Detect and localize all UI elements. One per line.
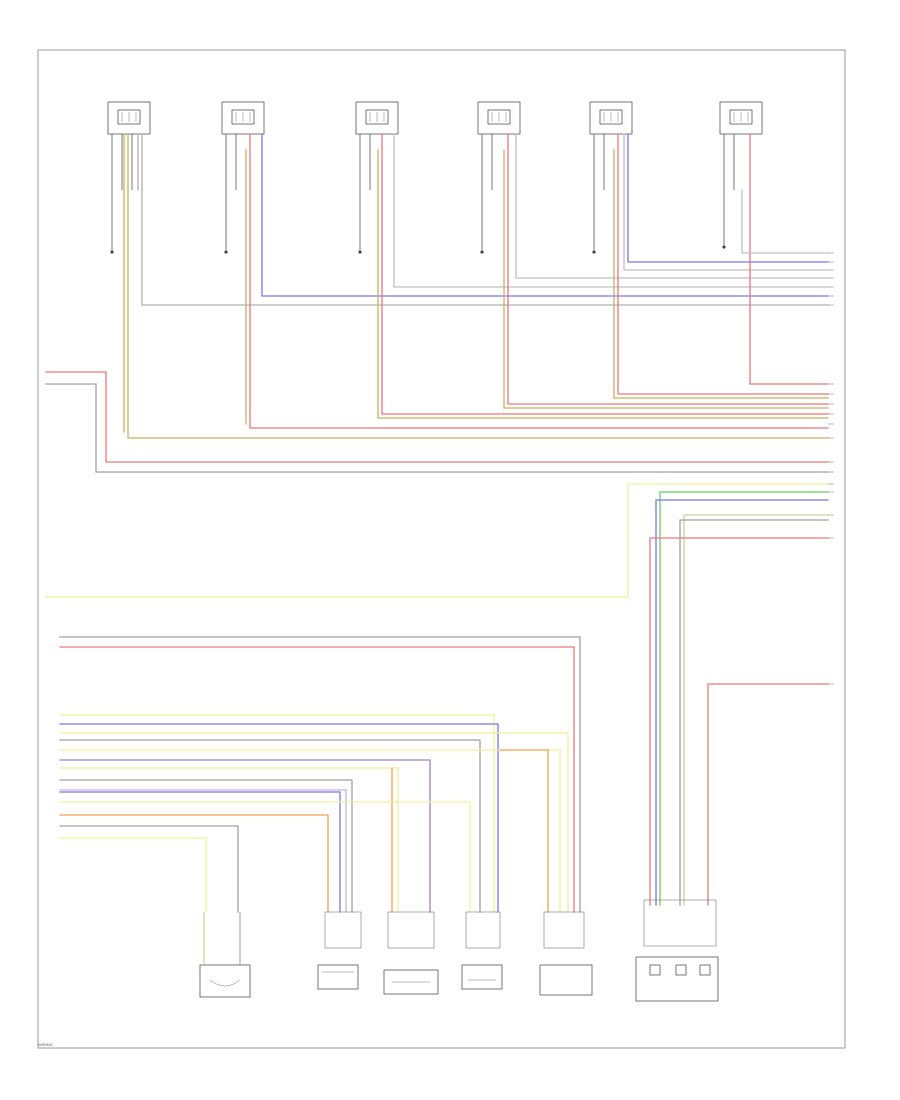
module-6 (719, 101, 763, 135)
component-3 (383, 969, 439, 995)
wires (45, 133, 829, 913)
module-1 (107, 101, 151, 135)
top-modules (107, 101, 763, 135)
diagram-border (37, 49, 846, 1049)
component-4 (461, 964, 503, 990)
module-5 (589, 101, 633, 135)
module-4 (477, 101, 521, 135)
component-6 (635, 956, 719, 1002)
bottom-components (199, 912, 719, 1002)
component-2 (317, 964, 359, 990)
right-terminals (828, 252, 834, 685)
footer-code: WIRING (38, 1042, 53, 1047)
module-3 (355, 101, 399, 135)
module-2 (221, 101, 265, 135)
connector-pins (324, 899, 717, 949)
module-pigtails (110, 134, 735, 254)
component-5 (539, 964, 593, 996)
component-1 (199, 912, 251, 998)
